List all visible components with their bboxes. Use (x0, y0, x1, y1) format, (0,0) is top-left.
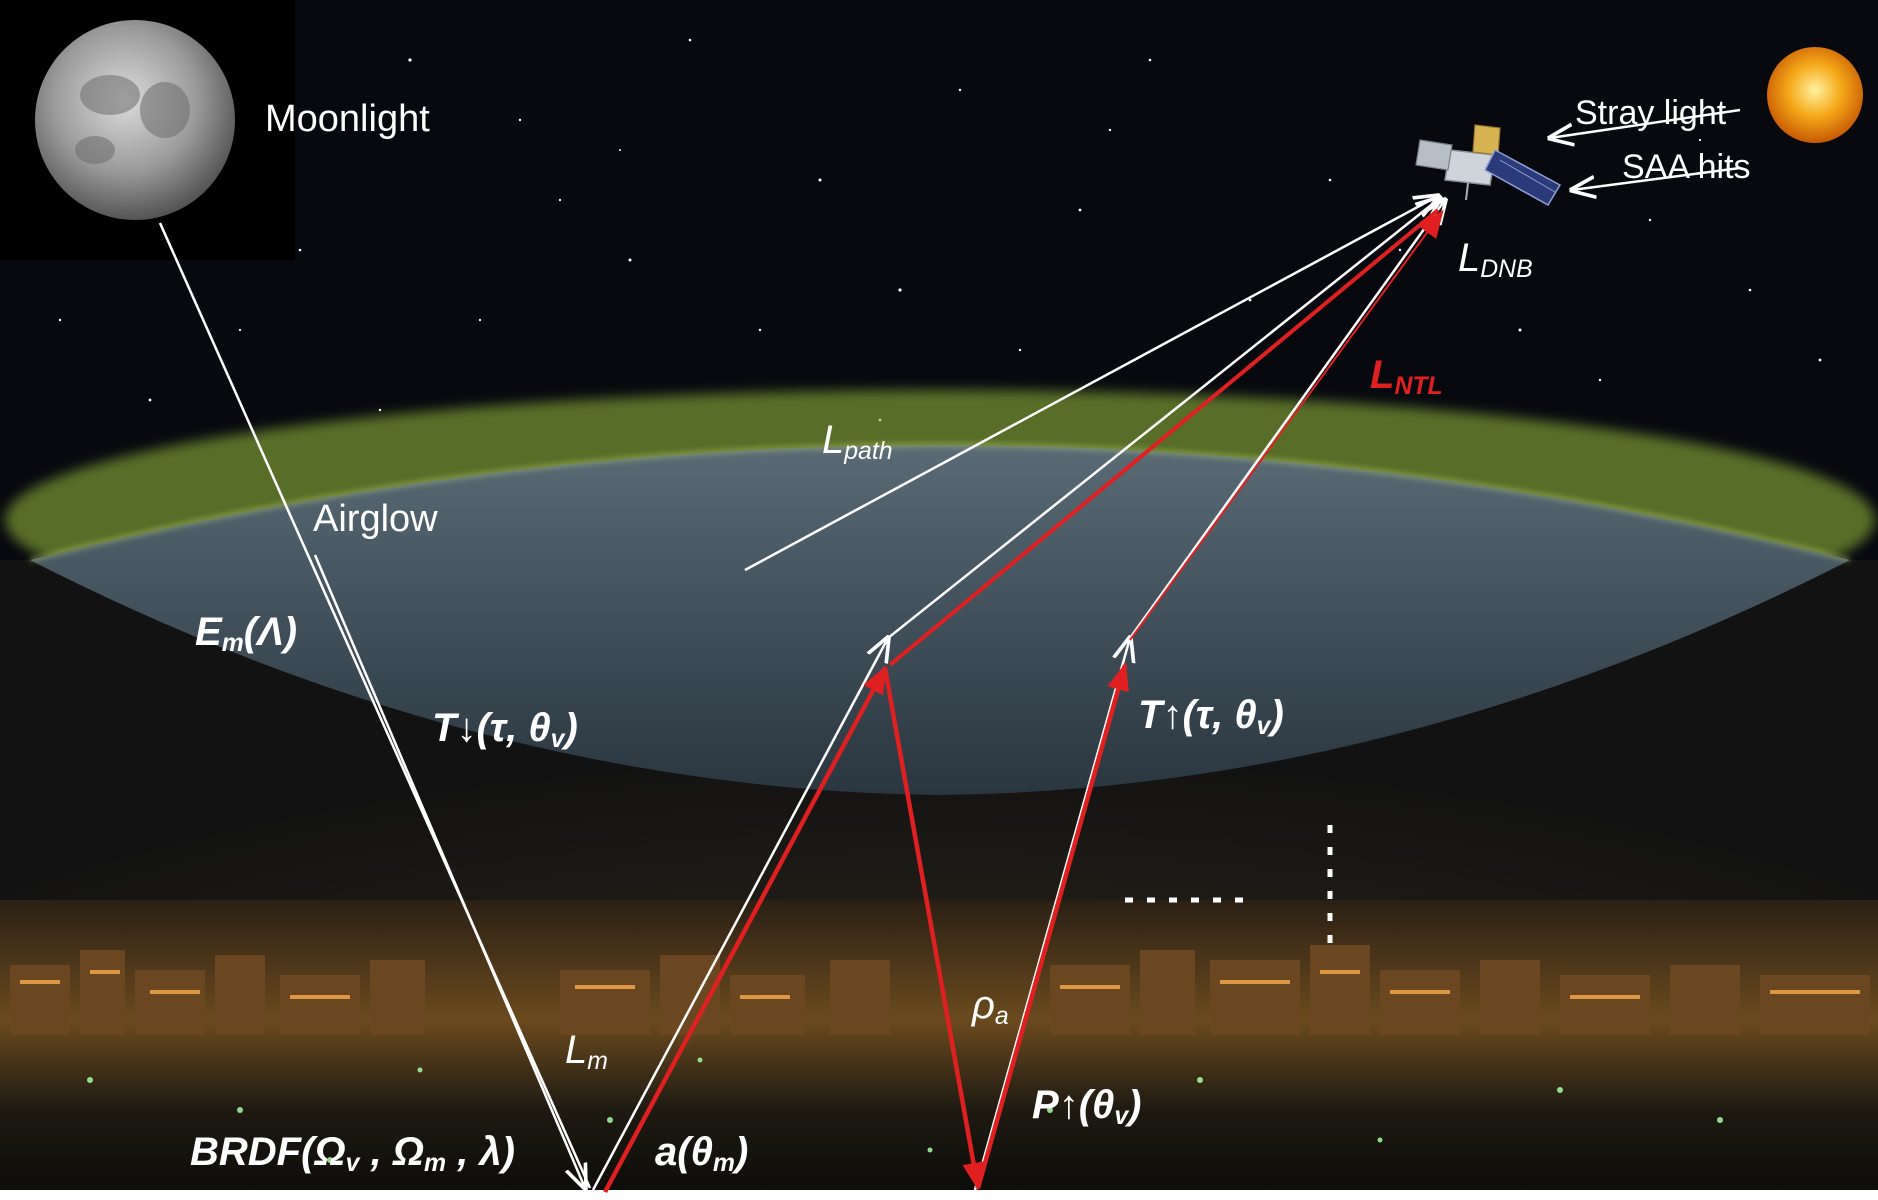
bottom-border (0, 1190, 1878, 1200)
t-up-ray (1128, 200, 1445, 639)
saa-hits-label: SAA hits (1622, 148, 1751, 186)
city-buildings (10, 945, 1870, 1035)
city-ground (0, 900, 1878, 1200)
earth-disk (30, 445, 1850, 795)
p-up-label: P↑(θv) (1032, 1083, 1142, 1131)
moonlight-ray (158, 222, 592, 1189)
satellite-icon (1415, 124, 1562, 207)
star-field (58, 38, 1822, 422)
stray-light-label: Stray light (1575, 94, 1727, 132)
t-down-label: T↓(τ, θv) (432, 706, 578, 754)
airglow-edge (29, 443, 1851, 562)
moon-icon (35, 20, 235, 220)
sun-icon (1767, 47, 1863, 143)
ntl-ray-to-satellite-1 (888, 208, 1440, 667)
lpath-ray (744, 196, 1438, 572)
stray-light-arrow (1550, 108, 1741, 138)
l-path-label: Lpath (822, 418, 893, 466)
ntl-ray-up-1 (603, 665, 887, 1194)
saa-hits-arrow (1572, 166, 1741, 190)
e-m-label: Em(Λ) (195, 610, 298, 658)
l-ntl-label: LNTL (1370, 353, 1443, 401)
ntl-ray-up-2 (975, 662, 1129, 1189)
reflected-ray-1 (887, 198, 1440, 639)
p-up-ray (973, 638, 1130, 1191)
a-theta-label: a(θm) (655, 1130, 749, 1178)
street-lights (87, 1057, 1723, 1163)
rho-a-label: ρa (972, 983, 1009, 1031)
airglow-label: Airglow (313, 498, 438, 540)
l-dnb-label: LDNB (1458, 236, 1533, 284)
moon-maria (75, 75, 190, 164)
lm-ray (591, 638, 888, 1191)
airglow-ray (313, 554, 585, 1188)
ntl-ray-to-satellite-2 (1129, 209, 1444, 641)
ntl-ray-down (882, 667, 985, 1191)
l-m-label: Lm (565, 1028, 608, 1076)
moonlight-label: Moonlight (265, 98, 430, 140)
city-lights (20, 970, 1860, 999)
t-up-label: T↑(τ, θv) (1138, 693, 1284, 741)
brdf-label: BRDF(Ωv , Ωm , λ) (190, 1130, 515, 1178)
